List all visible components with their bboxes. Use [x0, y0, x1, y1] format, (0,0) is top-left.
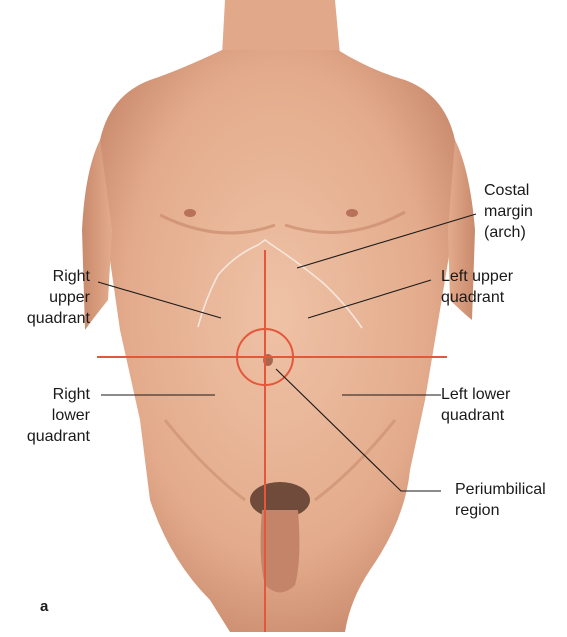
label-llq-line2: quadrant: [441, 405, 510, 426]
label-ruq-line1: Right: [27, 266, 90, 287]
label-ruq-line2: upper: [27, 287, 90, 308]
label-left-lower-quadrant: Left lower quadrant: [441, 384, 510, 426]
label-peri-line1: Periumbilical: [455, 479, 546, 500]
label-costal-line1: Costal: [484, 180, 533, 201]
label-ruq-line3: quadrant: [27, 308, 90, 329]
label-costal-margin: Costal margin (arch): [484, 180, 533, 243]
label-left-upper-quadrant: Left upper quadrant: [441, 266, 513, 308]
label-right-upper-quadrant: Right upper quadrant: [27, 266, 90, 329]
label-llq-line1: Left lower: [441, 384, 510, 405]
label-costal-line2: margin: [484, 201, 533, 222]
nipple-left: [346, 209, 358, 217]
figure-letter: a: [40, 598, 48, 615]
label-periumbilical-region: Periumbilical region: [455, 479, 546, 521]
label-rlq-line2: lower: [27, 405, 90, 426]
label-costal-line3: (arch): [484, 222, 533, 243]
genital-region: [261, 510, 300, 593]
label-luq-line2: quadrant: [441, 287, 513, 308]
label-rlq-line1: Right: [27, 384, 90, 405]
label-luq-line1: Left upper: [441, 266, 513, 287]
label-right-lower-quadrant: Right lower quadrant: [27, 384, 90, 447]
label-rlq-line3: quadrant: [27, 426, 90, 447]
nipple-right: [184, 209, 196, 217]
label-peri-line2: region: [455, 500, 546, 521]
